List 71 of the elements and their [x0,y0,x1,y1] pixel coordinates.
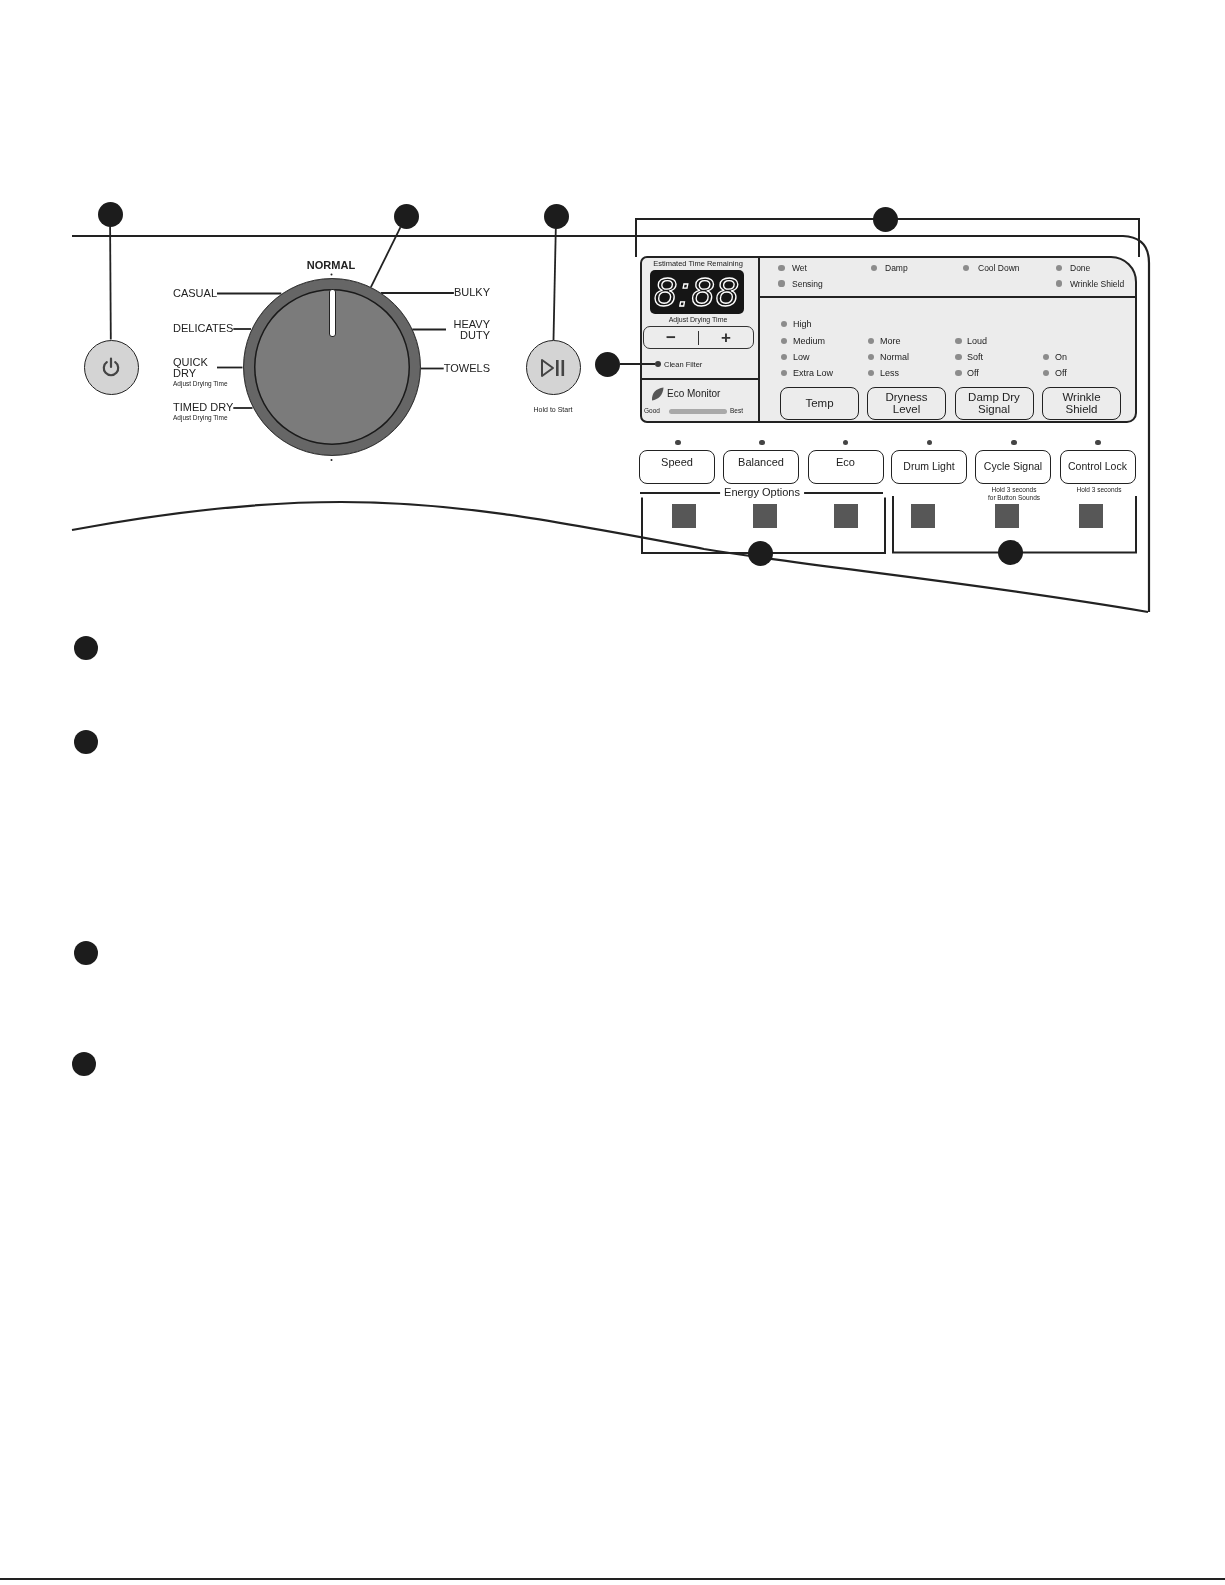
indicator-square [995,504,1019,528]
setting-label: Off [967,368,979,379]
cycle-label: TIMED DRY [173,401,234,415]
indicator-square [834,504,858,528]
callout-dot [73,730,98,754]
setting-label: Off [1055,368,1067,379]
indicator-square [1079,504,1103,528]
status-label: Sensing [792,278,823,289]
cycle-label: NORMAL [306,259,356,273]
option-button: Speed [639,450,715,484]
callout-dot [72,1052,97,1076]
setting-label: On [1055,351,1067,363]
setting-label: Soft [967,351,983,363]
status-label: Wrinkle Shield [1070,278,1125,289]
status-label: Wet [792,262,807,274]
cycle-label: HEAVY DUTY [446,318,490,341]
leader-line [216,292,283,295]
leader-line [232,407,254,409]
leader-line [619,363,656,365]
cycle-label: DELICATES [173,322,234,336]
option-button: Damp Dry Signal [954,386,1034,420]
callout-dot [543,203,569,229]
option-button: Eco [807,450,884,484]
cycle-label: QUICK DRY [173,356,217,379]
leader-line [380,292,455,294]
option-button: Temp [780,386,859,420]
callout-dot [998,539,1023,565]
leader-line [419,367,445,370]
setting-label: Less [880,368,899,379]
option-button: Drum Light [891,450,967,484]
leader-line [411,328,447,331]
leader-line [552,227,557,341]
status-label: Damp [885,262,908,274]
time-adjust-control [643,326,754,349]
setting-label: Medium [793,335,825,346]
callout-dot [747,540,773,566]
group-title: Energy Options [720,486,804,500]
callout-dot [595,351,620,377]
callout-dot [97,201,123,227]
setting-label: More [880,335,901,346]
cycle-label: CASUAL [173,286,218,301]
setting-label: Normal [880,351,909,363]
leader-line [109,225,112,341]
setting-label: Loud [967,335,988,346]
option-button: Control Lock [1059,450,1136,484]
leader-line [216,366,244,369]
setting-label: Low [793,351,810,363]
status-label: Cool Down [978,262,1020,274]
callout-dot [73,941,98,965]
option-button: Cycle Signal [975,450,1051,484]
option-button: Dryness Level [867,386,946,420]
setting-label: High [793,319,812,330]
callout-dot [393,203,419,229]
status-label: Done [1070,262,1091,274]
plus-symbol: + [720,330,733,345]
display-panel [640,256,1137,423]
callout-dot [73,636,98,660]
option-button: Wrinkle Shield [1042,386,1121,420]
indicator-square [753,504,777,528]
minus-symbol: − [664,330,677,345]
cycle-label: TOWELS [443,361,490,376]
indicator-square [911,504,935,528]
leader-line [232,328,252,330]
indicator-square [671,504,696,528]
leader-line [370,226,402,289]
feature-label: Eco Monitor [667,388,721,400]
option-button: Balanced [723,450,799,484]
callout-dot [872,206,898,232]
cycle-label: BULKY [453,286,490,300]
setting-label: Extra Low [793,368,834,379]
time-display: 8:88 [650,270,744,314]
